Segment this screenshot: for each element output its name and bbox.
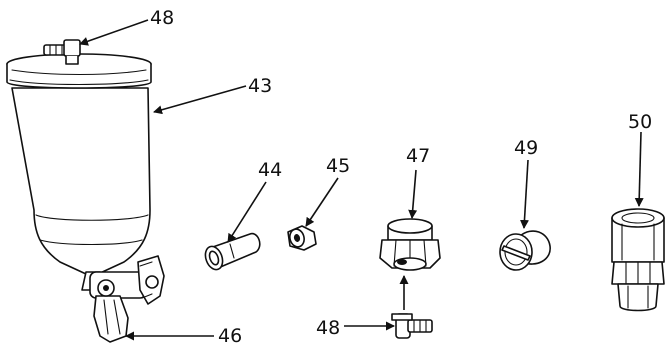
callout-44: 44 — [258, 159, 282, 181]
callout-47: 47 — [406, 145, 430, 167]
callout-49: 49 — [514, 137, 538, 159]
paint-cup — [6, 53, 152, 275]
lid-vent-fitting — [43, 39, 81, 65]
callout-45: 45 — [326, 155, 350, 177]
callout-46: 46 — [218, 325, 242, 347]
elbow-fitting — [391, 313, 433, 339]
callout-48-top: 48 — [150, 7, 174, 29]
callout-50: 50 — [628, 111, 652, 133]
hex-nut — [287, 225, 317, 251]
sleeve — [204, 232, 261, 271]
adapter-fitting — [379, 218, 441, 271]
callout-48-bottom: 48 — [316, 317, 340, 339]
cup-valve — [81, 255, 165, 343]
quick-coupler — [611, 208, 665, 312]
callout-43: 43 — [248, 75, 272, 97]
leader-lines — [79, 19, 644, 341]
slotted-cap — [499, 230, 551, 271]
